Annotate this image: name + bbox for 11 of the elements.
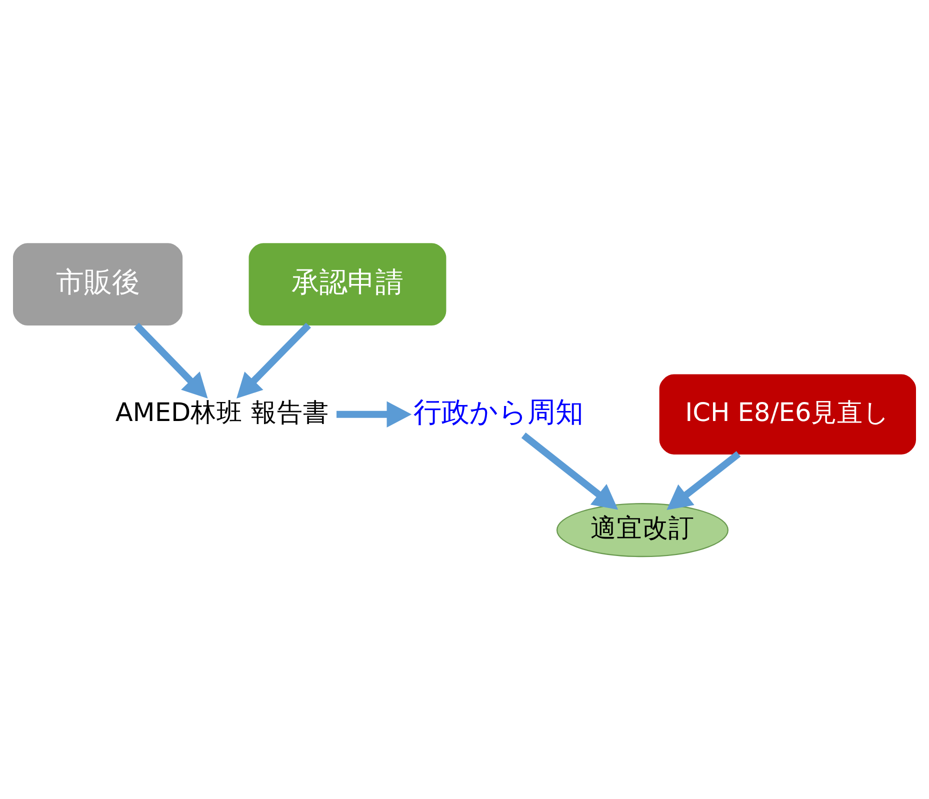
node-text: 行政から周知 [413,395,584,428]
arrow [134,322,208,398]
arrow [666,450,741,510]
arrow [521,432,618,510]
arrow [236,322,311,398]
node-ellipse: 適宜改訂 [556,502,729,557]
arrow [336,400,412,427]
node-box: 承認申請 [248,242,446,326]
node-text: AMED林班 報告書 [115,397,329,428]
node-box: 市販後 [13,242,183,326]
node-box: ICH E8/E6見直し [659,374,916,454]
